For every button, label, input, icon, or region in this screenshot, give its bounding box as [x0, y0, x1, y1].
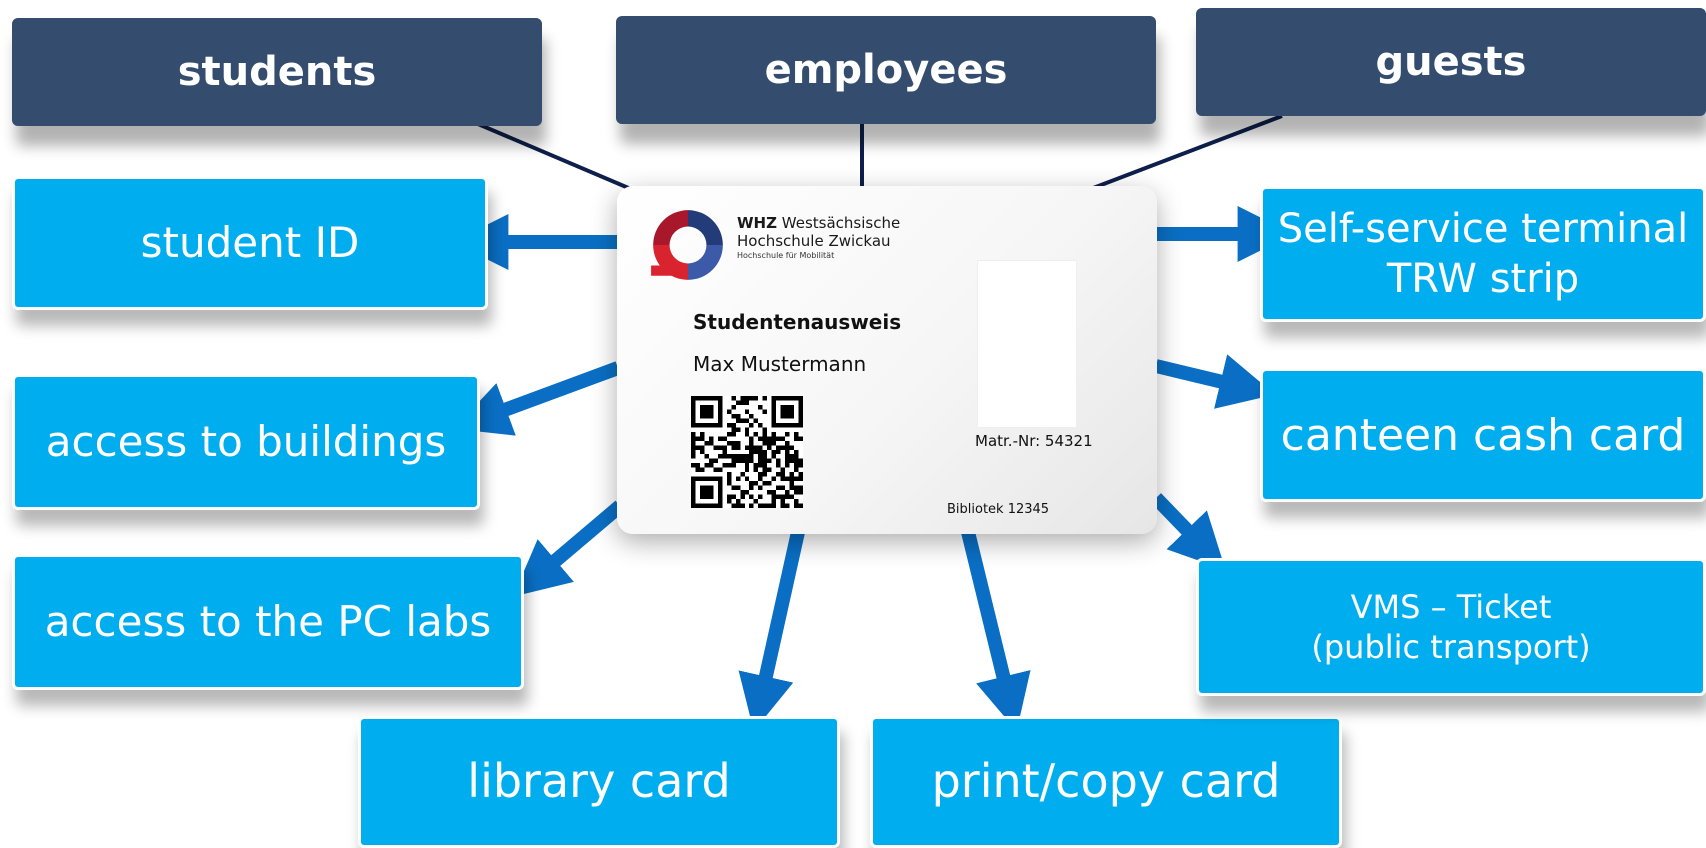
group-guests-label: guests [1375, 39, 1527, 85]
group-students-label: students [177, 49, 377, 95]
card-library-number: Bibliotek 12345 [947, 502, 1050, 517]
service-student-id-label: student ID [140, 217, 360, 267]
service-vms-line2: (public transport) [1311, 628, 1591, 666]
service-library-card-label: library card [467, 754, 731, 809]
service-student-id: student ID [12, 176, 488, 310]
card-org-line3: Hochschule für Mobilität [737, 251, 835, 260]
arrow-access-buildings [453, 361, 621, 436]
card-org-line1: Westsächsische [781, 214, 901, 232]
service-access-buildings: access to buildings [12, 374, 480, 510]
service-access-buildings-label: access to buildings [45, 416, 447, 466]
service-access-pc-labs-label: access to the PC labs [44, 596, 492, 646]
whz-logo-icon [651, 210, 723, 280]
card-holder-name: Max Mustermann [693, 352, 867, 376]
card-org-short: WHZ [737, 214, 777, 232]
group-students: students [12, 18, 542, 126]
service-self-service-line1: Self-service terminal [1277, 206, 1689, 252]
card-org-line2: Hochschule Zwickau [737, 232, 891, 250]
service-print-copy-card-label: print/copy card [931, 754, 1281, 809]
arrow-vms [1150, 493, 1226, 571]
group-employees-label: employees [764, 47, 1008, 93]
service-print-copy-card: print/copy card [870, 716, 1342, 848]
arrow-canteen [1154, 354, 1276, 409]
service-self-service-line2: TRW strip [1386, 256, 1580, 302]
qr-code-icon [691, 396, 803, 508]
service-canteen-cash-card: canteen cash card [1260, 368, 1706, 502]
service-access-pc-labs: access to the PC labs [12, 554, 524, 690]
arrow-print-copy-card [961, 530, 1031, 732]
service-vms-ticket: VMS – Ticket (public transport) [1196, 558, 1706, 696]
group-employees: employees [616, 16, 1156, 124]
service-canteen-cash-card-label: canteen cash card [1280, 409, 1686, 461]
group-guests: guests [1196, 8, 1706, 116]
connector-students [477, 122, 639, 194]
student-id-card: WHZ Westsächsische Hochschule Zwickau Ho… [617, 186, 1157, 534]
arrow-library-card [738, 530, 805, 732]
service-vms-line1: VMS – Ticket [1350, 588, 1552, 626]
card-photo-placeholder [977, 260, 1077, 428]
service-library-card: library card [358, 716, 840, 848]
service-self-service-terminal: Self-service terminal TRW strip [1260, 186, 1706, 322]
connector-guests [1087, 114, 1283, 192]
arrow-access-pc-labs [513, 500, 625, 597]
card-organization: WHZ Westsächsische Hochschule Zwickau Ho… [737, 214, 900, 261]
card-type: Studentenausweis [693, 310, 902, 334]
card-matriculation: Matr.-Nr: 54321 [975, 432, 1093, 450]
